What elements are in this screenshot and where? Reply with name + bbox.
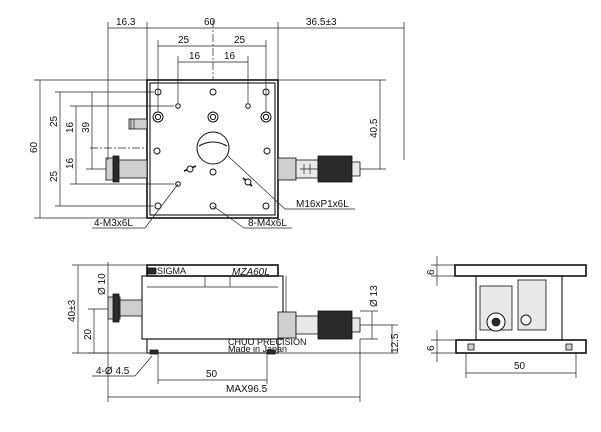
- m4-hole: [263, 147, 271, 155]
- front-lock-screw-head: [112, 293, 120, 323]
- dim-25-left: 25: [178, 35, 190, 46]
- front-base: [146, 338, 279, 354]
- front-view: SIGMA MZA60L CHUO PRECISION Made in Japa…: [67, 262, 401, 402]
- dim-25-right: 25: [234, 35, 246, 46]
- micrometer-mount: [277, 157, 297, 181]
- dim-micrometer-extend: 36.5±3: [306, 17, 337, 28]
- side-view: 6 6 50: [426, 256, 587, 378]
- dim-dia-13: Ø 13: [369, 285, 380, 307]
- brand-label: SIGMA: [157, 266, 186, 276]
- dim-16-right: 16: [224, 51, 236, 62]
- dim-16-lower: 16: [65, 157, 76, 169]
- lock-screw-head: [112, 155, 120, 183]
- m3-hole: [245, 103, 251, 109]
- dim-25-upper: 25: [49, 115, 60, 127]
- side-micrometer: [520, 314, 532, 326]
- dim-height: 60: [29, 141, 40, 153]
- top-plate-outline: [146, 79, 279, 219]
- dim-side-bottom-6: 6: [426, 345, 437, 351]
- callout-m3-holes: 4-M3x6L: [94, 218, 133, 229]
- front-micrometer-sleeve: [295, 315, 319, 335]
- front-micrometer-mount: [277, 311, 297, 339]
- center-thread-hole: [196, 131, 230, 165]
- dim-side-top-6: 6: [426, 269, 437, 275]
- side-top-plate: [454, 264, 587, 277]
- maker-text-1: CHUO PRECISION: [228, 337, 307, 347]
- brand-logo: [147, 267, 157, 275]
- dim-16-upper: 16: [65, 121, 76, 133]
- lock-screw-shaft: [117, 159, 148, 179]
- callout-mount-holes: 4-Ø 4.5: [96, 366, 130, 377]
- m4-hole: [209, 168, 217, 176]
- dim-25-lower: 25: [49, 170, 60, 182]
- dim-12-5: 12.5: [390, 333, 401, 353]
- m4-hole: [153, 147, 161, 155]
- micrometer-ratchet: [351, 161, 361, 177]
- dim-height-total: 40±3: [67, 299, 78, 322]
- front-lock-screw-shaft: [119, 299, 143, 317]
- micrometer-thimble: [317, 155, 353, 183]
- m3-hole: [175, 103, 181, 109]
- dim-40-5: 40.5: [369, 118, 380, 138]
- dim-16-left: 16: [189, 51, 201, 62]
- dim-side-bottom-50: 50: [514, 361, 526, 372]
- model-label: MZA60L: [232, 267, 270, 278]
- dim-base-20: 20: [83, 328, 94, 340]
- side-base: [455, 339, 587, 354]
- dim-max-length: MAX96.5: [226, 384, 268, 395]
- front-body: [141, 275, 284, 340]
- front-micrometer-ratchet: [351, 317, 361, 333]
- m4-hole: [262, 202, 270, 210]
- m4-hole: [209, 88, 217, 96]
- maker-text-2: Made in Japan: [228, 344, 287, 354]
- dim-39: 39: [81, 121, 92, 133]
- callout-thread: M16xP1x6L: [296, 199, 349, 210]
- clamp-knob: [128, 118, 148, 130]
- callout-m4-holes: 8-M4x6L: [248, 218, 287, 229]
- top-plate-inner: [149, 82, 276, 216]
- front-micrometer-thimble: [317, 310, 353, 340]
- top-view: 16.3 60 36.5±3 25 25 16 16 60 25 25 16 1…: [29, 17, 405, 229]
- m4-hole: [154, 202, 162, 210]
- dim-bottom-50: 50: [206, 369, 218, 380]
- dim-width: 60: [204, 17, 216, 28]
- dim-left-offset: 16.3: [116, 17, 136, 28]
- dim-dia-10: Ø 10: [97, 273, 108, 295]
